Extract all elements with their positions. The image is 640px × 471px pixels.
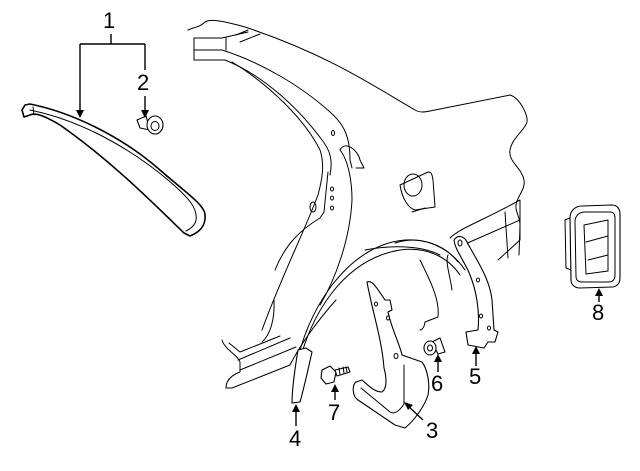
callout-7: 7 (328, 400, 341, 425)
callout-8: 8 (592, 300, 605, 325)
quarter-panel (187, 19, 528, 389)
part-5-bracket (453, 235, 499, 349)
callout-2: 2 (137, 70, 150, 95)
part-3-mud-flap (352, 281, 430, 429)
callout-3: 3 (426, 418, 439, 443)
callout-6: 6 (431, 371, 444, 396)
part-4-strip (291, 347, 313, 404)
part-1-molding (21, 103, 206, 237)
callout-5: 5 (469, 364, 482, 389)
callout-1: 1 (103, 8, 116, 33)
part-2-clip (136, 115, 164, 135)
part-6-clip (423, 337, 446, 356)
part-8-vent (564, 204, 621, 289)
leaders (76, 34, 603, 426)
part-7-bolt (320, 365, 351, 385)
callout-4: 4 (289, 426, 302, 451)
